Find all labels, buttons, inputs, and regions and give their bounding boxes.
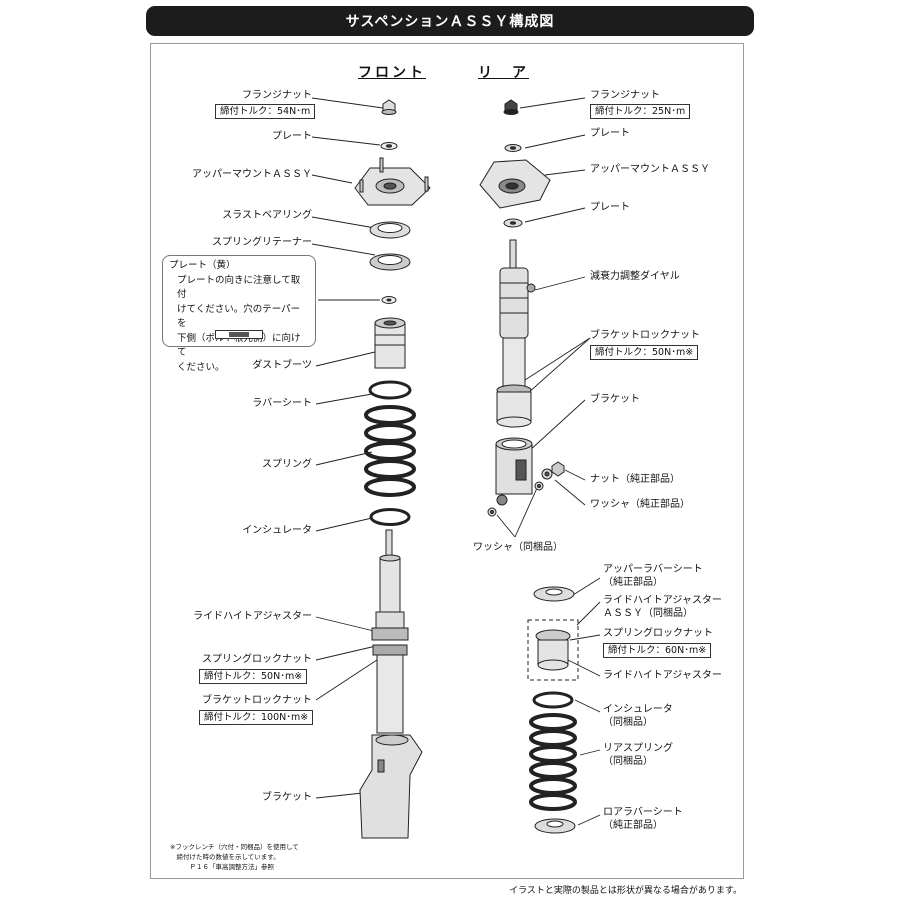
rear-nut-genuine-label: ナット（純正部品） — [590, 474, 680, 485]
front-heading: フロント — [358, 65, 426, 81]
leader-line — [577, 814, 601, 826]
page-title: サスペンションＡＳＳＹ構成図 — [146, 6, 754, 36]
leader-line — [524, 337, 591, 381]
rear-plate-2-label: プレート — [590, 202, 630, 213]
front-flange-nut-torque: 締付トルク：54N･m — [215, 104, 316, 119]
leader-line — [315, 393, 373, 405]
leader-line — [567, 659, 601, 677]
bracket-part — [359, 734, 423, 839]
leader-line — [315, 517, 373, 532]
torque-footnote: ※フックレンチ（穴付・同梱品）を使用して 締付けた時の数値を示しています。 Ｐ１… — [170, 843, 299, 871]
strut-lower-body — [376, 654, 404, 734]
rear-heading: リ ア — [478, 65, 529, 81]
leader-line — [572, 577, 601, 596]
leader-line — [519, 97, 586, 109]
front-flange-nut-label: フランジナット — [242, 90, 312, 101]
front-bracket-lock-nut-label: ブラケットロックナット — [202, 695, 312, 706]
rear-bracket-label: ブラケット — [590, 394, 640, 405]
rear-bracket-lock-nut-torque: 締付トルク：50N･m※ — [590, 345, 699, 360]
leader-line — [524, 207, 586, 223]
note-title: プレート（黄） — [169, 260, 236, 271]
diagram-frame — [150, 43, 744, 879]
rear-washer-genuine-label: ワッシャ（純正部品） — [590, 499, 690, 510]
leader-line — [315, 645, 377, 661]
leader-line — [527, 399, 586, 453]
rear-flange-nut-label: フランジナット — [590, 90, 660, 101]
insulator-part — [369, 508, 411, 526]
front-spring-part — [364, 405, 416, 497]
disclaimer-text: イラストと実際の製品とは形状が異なる場合があります。 — [509, 886, 742, 896]
leader-line — [527, 337, 591, 394]
rear-flange-nut-torque: 締付トルク：25N･m — [590, 104, 691, 119]
leader-line — [315, 616, 379, 633]
leader-line — [564, 469, 586, 481]
rear-assembly — [479, 99, 579, 834]
rear-spring-lock-nut-torque: 締付トルク：60N･m※ — [603, 643, 712, 658]
ride-height-assy-box — [527, 619, 579, 681]
leader-line — [311, 174, 353, 184]
rear-washer-included-label: ワッシャ（同梱品） — [473, 542, 563, 553]
rear-bracket-part — [495, 443, 533, 495]
rear-upper-mount-label: アッパーマウントＡＳＳＹ — [590, 164, 710, 175]
nut-genuine-part — [551, 461, 565, 477]
rear-ride-height-assy-label: ライドハイトアジャスター ＡＳＳＹ（同梱品） — [603, 595, 722, 619]
rear-spring-part — [529, 713, 577, 811]
front-spring-lock-nut-label: スプリングロックナット — [202, 654, 312, 665]
spring-lock-nut-part — [371, 627, 409, 641]
leader-line — [554, 479, 586, 506]
leader-line — [315, 451, 373, 466]
front-dust-boots-label: ダストブーツ — [252, 360, 312, 371]
rear-plate-label: プレート — [590, 128, 630, 139]
rear-lower-rubber-seat-label: ロアラバーシート （純正部品） — [603, 807, 683, 831]
ride-height-adjuster-part — [375, 611, 405, 629]
front-insulator-label: インシュレータ — [242, 525, 312, 536]
rear-bracket-lock-nut-label: ブラケットロックナット — [590, 330, 700, 341]
front-spring-retainer-label: スプリングリテーナー — [212, 237, 312, 248]
leader-line — [311, 243, 376, 256]
rear-piston-rod — [509, 239, 517, 271]
front-plate-label: プレート — [272, 131, 312, 142]
damping-dial-part — [526, 283, 536, 293]
rear-insulator-part — [532, 691, 574, 709]
front-bracket-lock-nut-torque: 締付トルク：100N･m※ — [199, 710, 314, 725]
rear-damper-lower — [502, 337, 526, 389]
front-rubber-seat-label: ラバーシート — [252, 398, 312, 409]
rear-damping-dial-label: 減衰力調整ダイヤル — [590, 271, 680, 282]
rear-insulator-label: インシュレータ （同梱品） — [603, 704, 673, 728]
leader-line — [576, 601, 601, 626]
front-assembly — [354, 99, 431, 839]
leader-line — [315, 657, 381, 701]
leader-line — [311, 97, 384, 109]
leader-line — [544, 169, 586, 176]
leader-line — [311, 216, 376, 229]
front-ride-height-adjuster-label: ライドハイトアジャスター — [193, 611, 312, 622]
leader-line — [579, 749, 601, 756]
front-bracket-label: ブラケット — [262, 792, 312, 803]
leader-line — [569, 634, 601, 641]
rear-spring-label: リアスプリング （同梱品） — [603, 743, 673, 767]
front-spring-label: スプリング — [262, 459, 312, 470]
leader-line — [496, 514, 516, 538]
front-upper-mount-label: アッパーマウントＡＳＳＹ — [192, 169, 312, 180]
leader-line — [311, 136, 381, 146]
plate-orientation-icon — [215, 330, 263, 339]
leader-line — [315, 351, 376, 367]
leader-line — [524, 134, 586, 149]
rear-damper-upper — [499, 267, 529, 339]
bracket-lock-nut-part — [372, 644, 408, 656]
front-thrust-bearing-label: スラストベアリング — [222, 210, 312, 221]
plate-note-box: プレート（黄） プレートの向きに注意して取付 けてください。穴のテーパーを 下側… — [162, 255, 316, 373]
leader-line — [574, 699, 601, 713]
rubber-seat-part — [368, 380, 412, 400]
rear-spring-lock-nut-label: スプリングロックナット — [603, 628, 713, 639]
strut-upper-body — [379, 557, 401, 614]
leader-line — [514, 487, 538, 538]
rear-upper-rubber-seat-label: アッパーラバーシート （純正部品） — [603, 564, 703, 588]
front-spring-lock-nut-torque: 締付トルク：50N･m※ — [199, 669, 308, 684]
rear-ride-height-adjuster-label: ライドハイトアジャスター — [603, 670, 722, 681]
leader-line — [534, 276, 586, 291]
